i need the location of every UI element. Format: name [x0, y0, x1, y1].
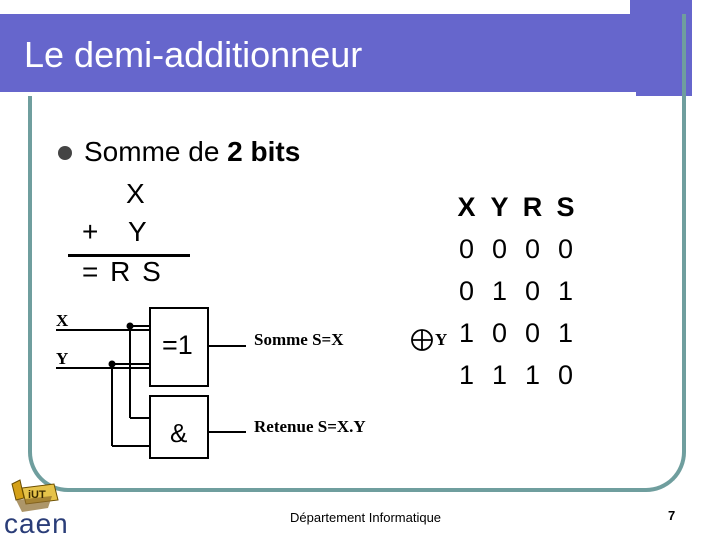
title-underline: [0, 92, 636, 96]
logo-caen: caen: [4, 508, 69, 539]
cell: 0: [458, 275, 475, 306]
cell: 0: [491, 233, 508, 264]
header-x: X: [457, 191, 476, 222]
cell: 0: [557, 359, 574, 390]
sum-label: Somme S=X: [254, 330, 344, 349]
sum-label-end: Y: [435, 330, 447, 349]
cell: 0: [524, 275, 541, 306]
cell: 0: [524, 317, 541, 348]
bullet-text: Somme de 2 bits: [84, 136, 300, 168]
cell: 0: [524, 233, 541, 264]
and-gate: [149, 395, 209, 459]
frame-right-border: [636, 14, 686, 106]
header-y: Y: [490, 191, 509, 222]
title-bar-tail: [630, 0, 692, 14]
slide-frame: [28, 96, 686, 492]
addition-y: Y: [128, 216, 147, 247]
table-row: 1 1 1 0: [450, 354, 582, 396]
bullet-dot: [58, 146, 72, 160]
cell: 1: [458, 317, 475, 348]
footer-department: Département Informatique: [290, 510, 442, 525]
header-s: S: [556, 191, 575, 222]
cell: 1: [491, 275, 508, 306]
slide-title: Le demi-additionneur: [24, 34, 363, 75]
table-row: 1 0 0 1: [450, 312, 582, 354]
logo-mark: iUT: [28, 489, 46, 501]
addition-result: = R S: [82, 256, 163, 287]
input-x-label: X: [56, 311, 69, 330]
bullet-bold: 2 bits: [227, 136, 301, 167]
cell: 0: [557, 233, 574, 264]
cell: 1: [557, 275, 574, 306]
table-row: 0 1 0 1: [450, 270, 582, 312]
truth-table-header: X Y R S: [450, 186, 582, 228]
input-y-label: Y: [56, 349, 68, 368]
cell: 0: [458, 233, 475, 264]
cell: 0: [491, 317, 508, 348]
addition-plus: +: [82, 216, 99, 247]
title-bar: [0, 14, 692, 96]
iut-logo-icon: iUT: [11, 479, 59, 512]
carry-label: Retenue S=X.Y: [254, 417, 366, 436]
table-row: 0 0 0 0: [450, 228, 582, 270]
truth-table: X Y R S 0 0 0 0 0 1 0 1 1 0 0 1 1 1 1 0: [450, 186, 582, 396]
bullet-prefix: Somme de: [84, 136, 228, 167]
page-number: 7: [668, 508, 676, 523]
cell: 1: [491, 359, 508, 390]
and-gate-label: &: [170, 418, 187, 448]
half-adder-circuit: X Y =1 & Somme S=X Y Retenue S=X.Y: [56, 307, 447, 459]
cell: 1: [557, 317, 574, 348]
cell: 1: [524, 359, 541, 390]
addition-rule: [68, 254, 190, 257]
header-r: R: [522, 191, 543, 222]
addition-x: X: [126, 178, 145, 209]
cell: 1: [458, 359, 475, 390]
xor-gate: [149, 307, 209, 387]
xor-gate-label: =1: [162, 330, 193, 360]
